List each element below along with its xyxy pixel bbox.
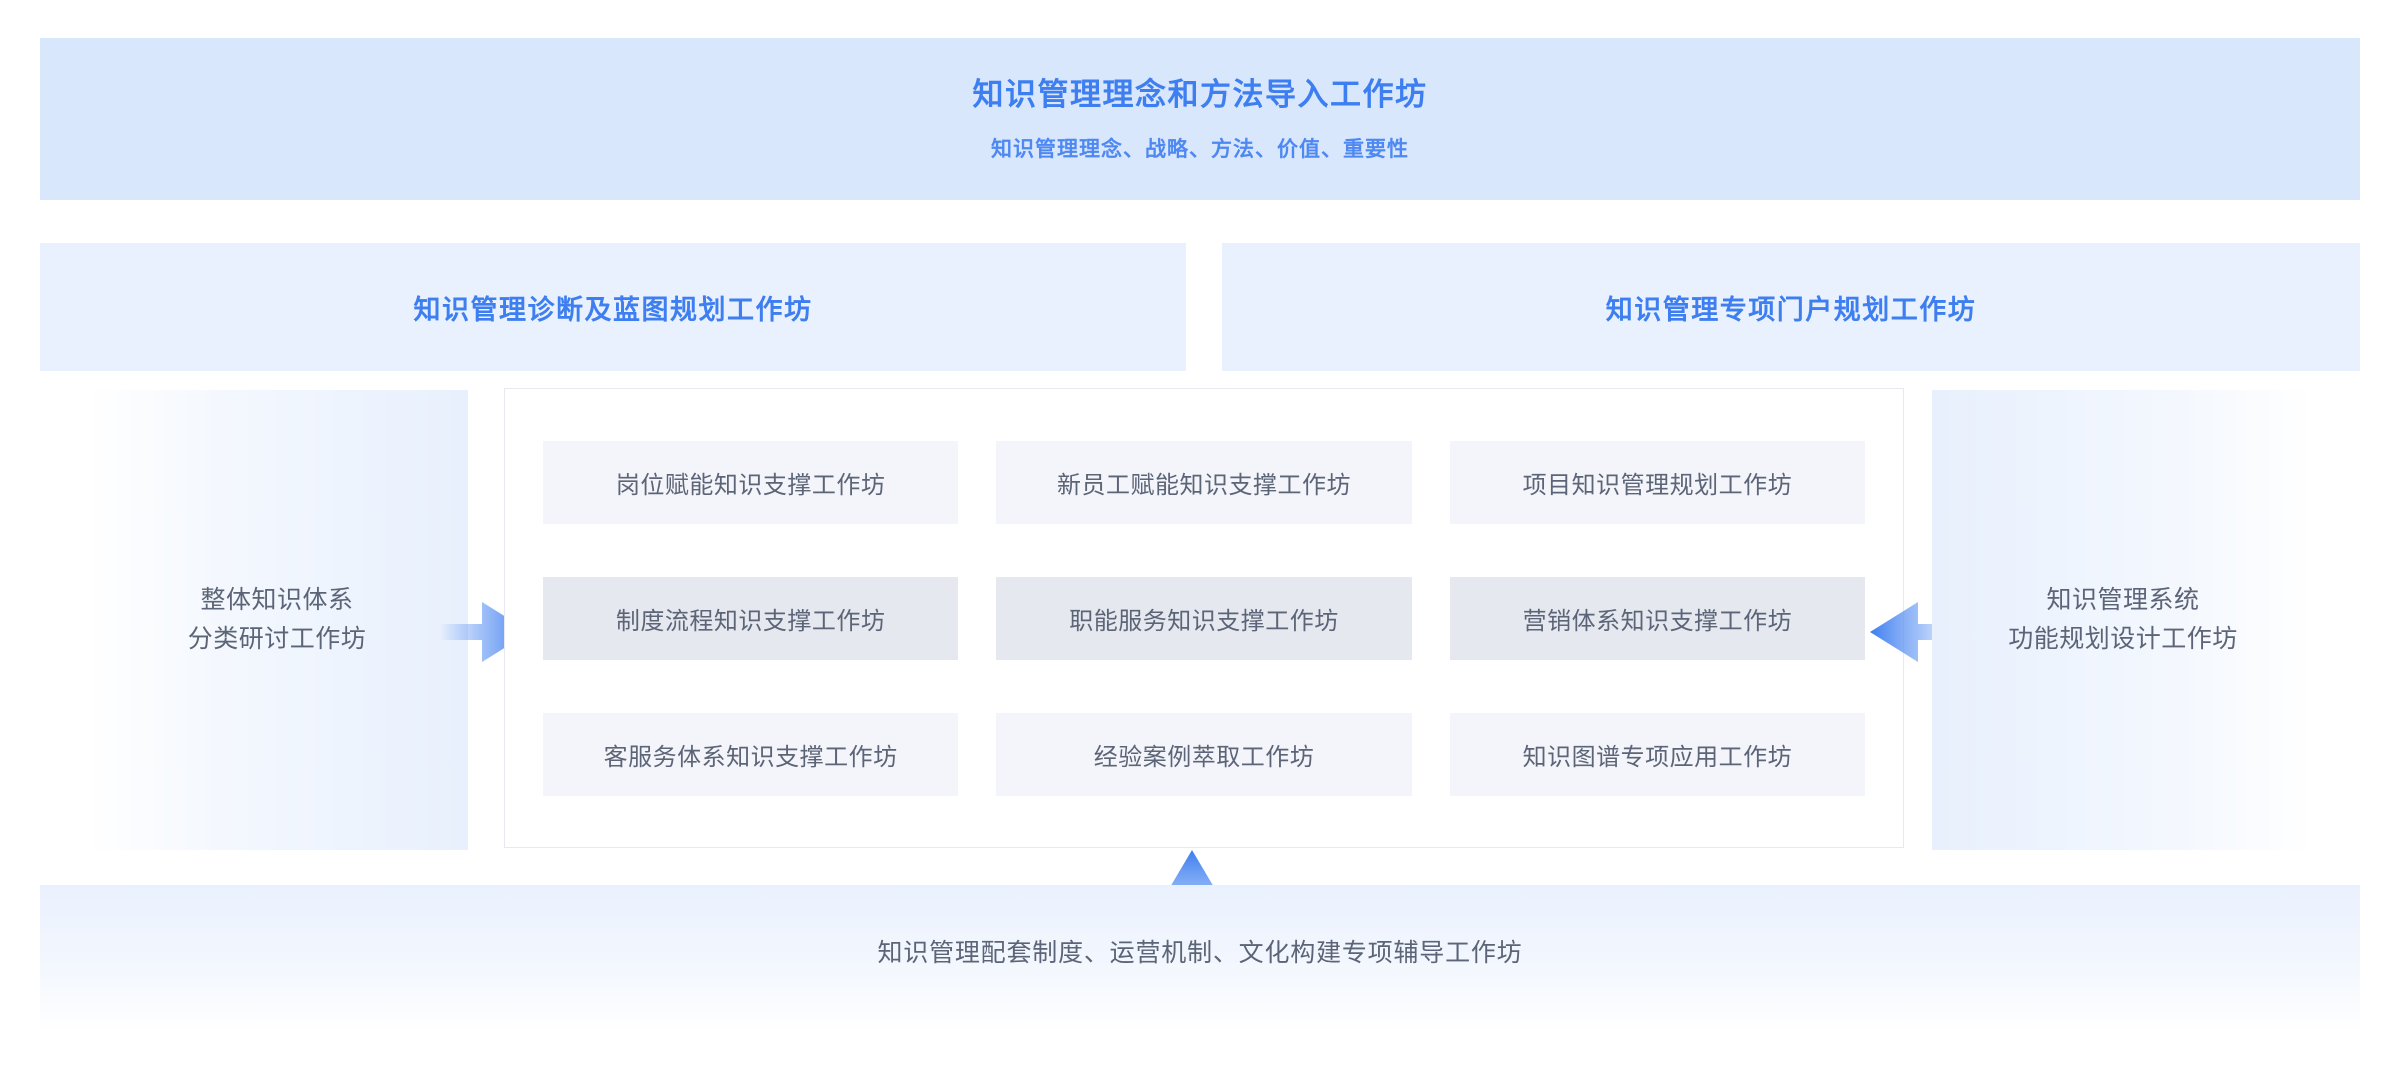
header-banner: 知识管理理念和方法导入工作坊 知识管理理念、战略、方法、价值、重要性 bbox=[40, 38, 2360, 200]
side-panel-right[interactable]: 知识管理系统 功能规划设计工作坊 bbox=[1932, 390, 2314, 850]
grid-cell-label: 项目知识管理规划工作坊 bbox=[1522, 471, 1793, 499]
banner-portal-planning[interactable]: 知识管理专项门户规划工作坊 bbox=[1222, 243, 2360, 371]
side-panel-right-line1: 知识管理系统 bbox=[2046, 586, 2200, 615]
grid-cell[interactable]: 岗位赋能知识支撑工作坊 bbox=[543, 440, 959, 524]
grid-cell[interactable]: 客服务体系知识支撑工作坊 bbox=[543, 712, 959, 796]
side-panel-left-line2: 分类研讨工作坊 bbox=[187, 625, 367, 653]
side-panel-right-line2: 功能规划设计工作坊 bbox=[2008, 625, 2238, 653]
banner-row: 知识管理诊断及蓝图规划工作坊 知识管理专项门户规划工作坊 bbox=[40, 243, 2360, 371]
arrow-left-icon bbox=[1870, 600, 1960, 664]
bottom-banner: 知识管理配套制度、运营机制、文化构建专项辅导工作坊 bbox=[40, 885, 2360, 1033]
grid-cell-label: 经验案例萃取工作坊 bbox=[1093, 743, 1315, 771]
header-subtitle: 知识管理理念、战略、方法、价值、重要性 bbox=[991, 137, 1409, 161]
side-panel-left-line1: 整体知识体系 bbox=[200, 586, 354, 615]
workshop-grid-panel: 岗位赋能知识支撑工作坊 新员工赋能知识支撑工作坊 项目知识管理规划工作坊 制度流… bbox=[504, 388, 1904, 848]
grid-cell-label: 知识图谱专项应用工作坊 bbox=[1522, 743, 1793, 771]
grid-cell[interactable]: 制度流程知识支撑工作坊 bbox=[543, 576, 959, 660]
grid-cell[interactable]: 营销体系知识支撑工作坊 bbox=[1449, 576, 1865, 660]
grid-cell-label: 客服务体系知识支撑工作坊 bbox=[603, 743, 898, 771]
side-panel-left[interactable]: 整体知识体系 分类研讨工作坊 bbox=[86, 390, 468, 850]
grid-cell-label: 新员工赋能知识支撑工作坊 bbox=[1056, 471, 1351, 499]
grid-cell-label: 制度流程知识支撑工作坊 bbox=[615, 607, 886, 635]
arrow-right-icon bbox=[440, 600, 530, 664]
grid-cell-label: 营销体系知识支撑工作坊 bbox=[1522, 607, 1793, 635]
grid-cell-label: 职能服务知识支撑工作坊 bbox=[1069, 607, 1339, 635]
header-title: 知识管理理念和方法导入工作坊 bbox=[972, 77, 1428, 113]
grid-cell[interactable]: 经验案例萃取工作坊 bbox=[996, 712, 1412, 796]
grid-cell[interactable]: 项目知识管理规划工作坊 bbox=[1449, 440, 1865, 524]
grid-cell[interactable]: 新员工赋能知识支撑工作坊 bbox=[996, 440, 1412, 524]
banner-left-label: 知识管理诊断及蓝图规划工作坊 bbox=[413, 294, 813, 325]
side-panel-right-text: 知识管理系统 功能规划设计工作坊 bbox=[2008, 581, 2238, 659]
banner-diagnosis-blueprint[interactable]: 知识管理诊断及蓝图规划工作坊 bbox=[40, 243, 1186, 371]
bottom-banner-label: 知识管理配套制度、运营机制、文化构建专项辅导工作坊 bbox=[877, 939, 1523, 967]
workshop-grid: 岗位赋能知识支撑工作坊 新员工赋能知识支撑工作坊 项目知识管理规划工作坊 制度流… bbox=[543, 440, 1865, 796]
grid-cell[interactable]: 职能服务知识支撑工作坊 bbox=[996, 576, 1412, 660]
side-panel-left-text: 整体知识体系 分类研讨工作坊 bbox=[188, 581, 367, 659]
banner-right-label: 知识管理专项门户规划工作坊 bbox=[1605, 294, 1977, 325]
grid-cell-label: 岗位赋能知识支撑工作坊 bbox=[615, 471, 886, 499]
grid-cell[interactable]: 知识图谱专项应用工作坊 bbox=[1449, 712, 1865, 796]
